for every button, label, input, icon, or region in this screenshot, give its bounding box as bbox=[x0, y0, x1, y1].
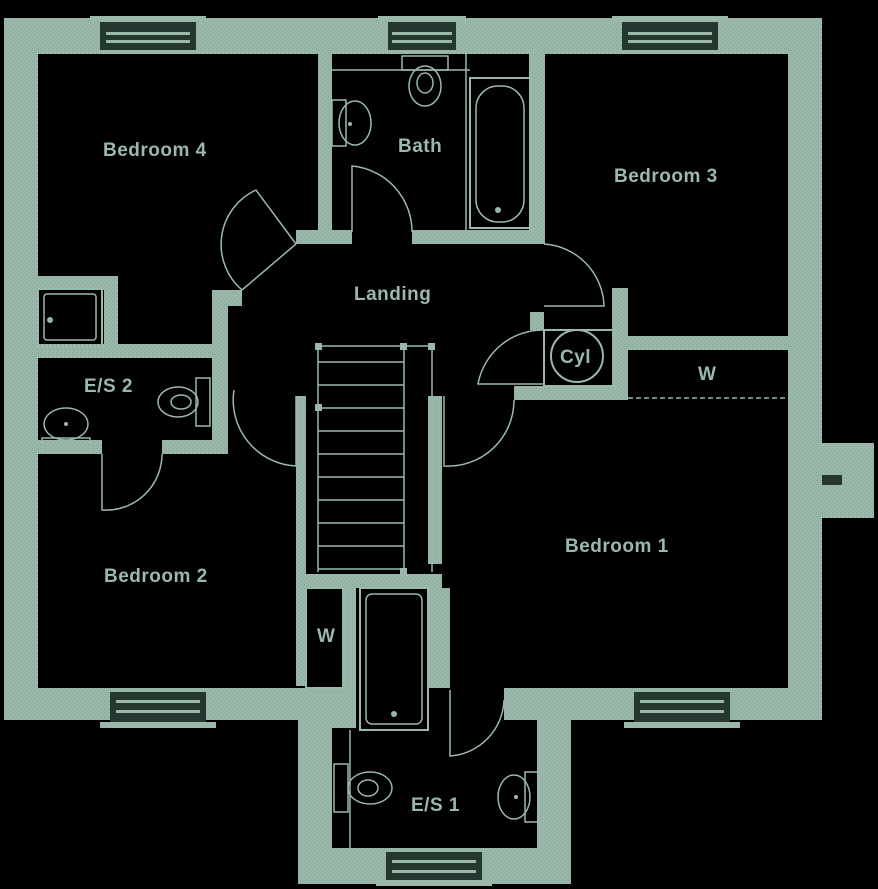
door-bedroom2 bbox=[232, 389, 297, 467]
bedroom1-wall-top bbox=[514, 386, 628, 400]
ensuite1-wall-top-r bbox=[504, 688, 570, 704]
cyl-wall-left bbox=[530, 312, 544, 330]
label-bedroom-2: Bedroom 2 bbox=[104, 566, 208, 587]
cyl-wall-right bbox=[612, 288, 628, 398]
outer-wall-right bbox=[788, 18, 822, 720]
window-ensuite1 bbox=[376, 852, 492, 886]
ensuite2-wall-top bbox=[38, 344, 216, 358]
bedroom4-closet-wall bbox=[104, 276, 118, 356]
label-bedroom-3: Bedroom 3 bbox=[614, 166, 718, 187]
door-ensuite1 bbox=[449, 690, 505, 757]
window-right-bay bbox=[822, 475, 842, 485]
doors bbox=[101, 165, 605, 757]
bath-wall-bottom bbox=[412, 230, 545, 244]
room-labels: Bedroom 4 Bath Bedroom 3 Landing Cyl W E… bbox=[84, 136, 718, 816]
door-bedroom4 bbox=[220, 189, 297, 291]
ensuite2-wall-bottom-r bbox=[162, 440, 226, 454]
ensuite2-wall-right bbox=[212, 290, 228, 454]
label-en-suite-1: E/S 1 bbox=[411, 795, 460, 816]
door-cylinder bbox=[477, 329, 545, 385]
window-bath bbox=[378, 16, 466, 50]
bedroom3-wall-bottom bbox=[612, 336, 788, 350]
label-wardrobe-bedroom-2: W bbox=[317, 626, 335, 647]
bathtub-bath bbox=[469, 77, 531, 229]
window-bedroom4 bbox=[90, 16, 206, 50]
label-bedroom-1: Bedroom 1 bbox=[565, 536, 669, 557]
bathtub-ensuite1 bbox=[359, 587, 429, 731]
stair-wall-left bbox=[296, 396, 306, 686]
landing-wall-diagonal bbox=[296, 230, 352, 244]
window-bedroom2 bbox=[100, 692, 216, 728]
toilet-bath bbox=[401, 55, 449, 107]
label-bath: Bath bbox=[398, 136, 442, 157]
outer-wall-left bbox=[4, 18, 38, 720]
basin-ensuite2 bbox=[41, 407, 91, 453]
ensuite1-wall-top bbox=[330, 688, 346, 728]
basin-bath bbox=[331, 99, 372, 147]
door-bedroom1 bbox=[443, 396, 515, 467]
label-wardrobe-bedroom-3: W bbox=[698, 364, 716, 385]
toilet-ensuite2 bbox=[157, 377, 211, 427]
ensuite1-bath-wall bbox=[428, 588, 450, 688]
fixtures bbox=[37, 54, 788, 848]
door-ensuite2 bbox=[101, 453, 163, 511]
bath-wall-right bbox=[529, 54, 545, 244]
label-landing: Landing bbox=[354, 284, 431, 305]
shower-ensuite2 bbox=[37, 287, 103, 347]
staircase bbox=[315, 343, 435, 575]
label-bedroom-4: Bedroom 4 bbox=[103, 140, 207, 161]
bedroom4-wall-bottom bbox=[38, 276, 118, 290]
stair-wall-bottom bbox=[296, 574, 442, 588]
window-bedroom3 bbox=[612, 16, 728, 50]
stair-wall-right bbox=[428, 396, 442, 564]
ensuite2-wall-bottom bbox=[38, 440, 102, 454]
door-bath bbox=[351, 165, 413, 233]
basin-ensuite1 bbox=[497, 771, 540, 823]
window-bedroom1 bbox=[624, 692, 740, 728]
toilet-ensuite1 bbox=[333, 763, 393, 813]
label-cylinder: Cyl bbox=[560, 347, 591, 368]
windows bbox=[90, 16, 842, 886]
bath-wall-left bbox=[318, 54, 332, 230]
landing-wall-left bbox=[212, 290, 242, 306]
door-bedroom3 bbox=[543, 243, 605, 307]
cylinder-cupboard bbox=[543, 329, 615, 387]
label-en-suite-2: E/S 2 bbox=[84, 376, 133, 397]
